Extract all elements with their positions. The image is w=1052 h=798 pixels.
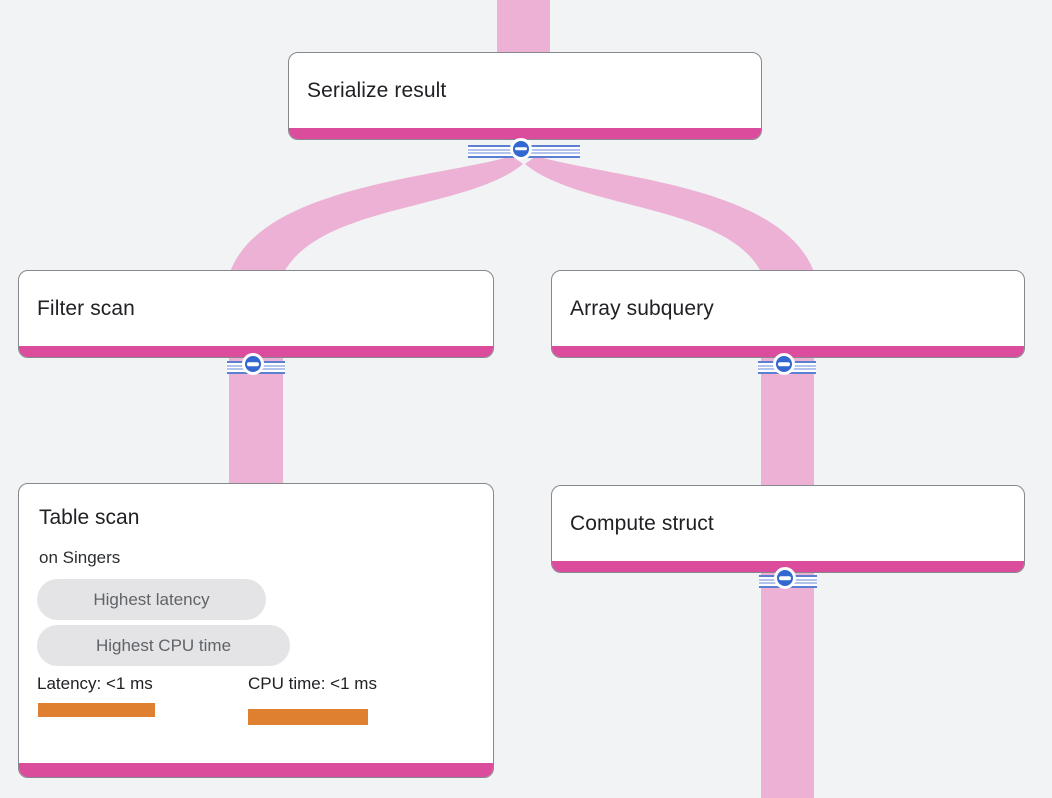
minus-glyph	[515, 146, 527, 151]
metric-latency-bar	[38, 703, 155, 717]
node-title: Array subquery	[570, 296, 714, 320]
node-title: Filter scan	[37, 296, 135, 320]
collapse-minus-icon[interactable]	[510, 137, 532, 160]
node-accent-bar	[19, 763, 493, 777]
node-accent-bar	[552, 346, 1024, 357]
badge-highest-cpu-time: Highest CPU time	[37, 625, 290, 666]
plan-node-serialize-result[interactable]: Serialize result	[288, 52, 762, 140]
node-title: Table scan	[39, 506, 140, 529]
node-accent-bar	[19, 346, 493, 357]
node-title: Compute struct	[570, 511, 714, 535]
node-accent-bar	[552, 561, 1024, 572]
collapse-minus-icon[interactable]	[773, 353, 795, 375]
plan-node-filter-scan[interactable]: Filter scan	[18, 270, 494, 358]
plan-node-compute-struct[interactable]: Compute struct	[551, 485, 1025, 573]
flow-edge-compute-to-child	[761, 570, 814, 798]
collapse-minus-icon[interactable]	[242, 353, 264, 375]
metric-cpu-time-bar	[248, 709, 368, 725]
flow-edge-serialize-to-array	[525, 156, 814, 272]
flow-edge-filter-to-table	[229, 356, 283, 486]
plan-node-table-scan[interactable]: Table scan on Singers Highest latency Hi…	[18, 483, 494, 778]
node-subtitle: on Singers	[39, 548, 121, 567]
metric-cpu-time-label: CPU time: <1 ms	[248, 674, 377, 693]
minus-glyph	[778, 362, 790, 366]
badge-highest-latency: Highest latency	[37, 579, 266, 620]
node-title: Serialize result	[307, 78, 447, 102]
node-accent-bar	[289, 128, 761, 139]
minus-glyph	[247, 362, 259, 366]
plan-node-array-subquery[interactable]: Array subquery	[551, 270, 1025, 358]
collapse-minus-icon[interactable]	[774, 567, 796, 589]
flow-edge-root-to-serialize	[497, 0, 550, 56]
flow-edge-serialize-to-filter	[230, 156, 523, 272]
flow-edge-array-to-compute	[761, 356, 814, 487]
metric-latency-label: Latency: <1 ms	[37, 674, 153, 693]
minus-glyph	[779, 576, 791, 580]
